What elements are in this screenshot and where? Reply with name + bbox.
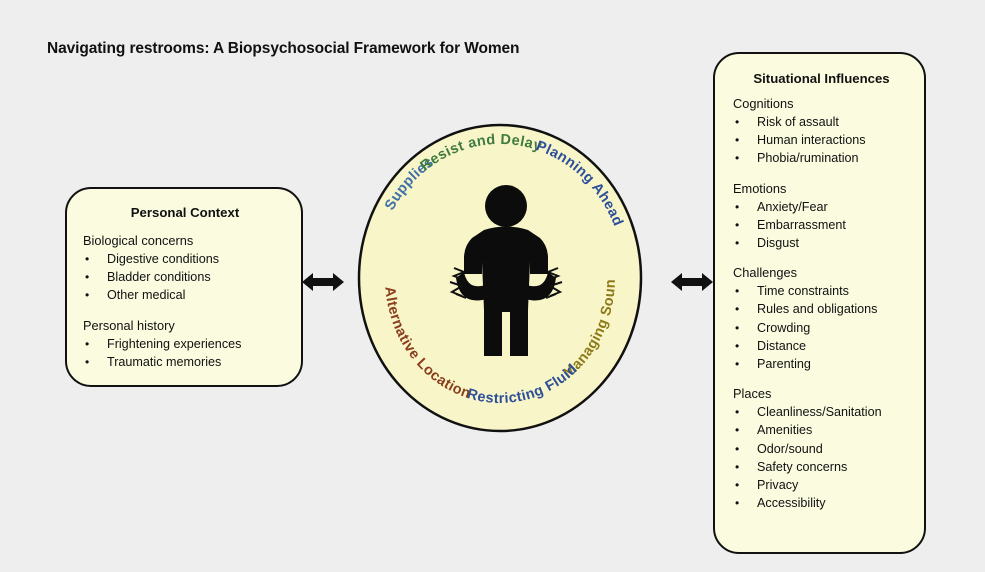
item-list: Cleanliness/Sanitation Amenities Odor/so… — [733, 403, 924, 512]
list-item: Rules and obligations — [733, 300, 924, 318]
list-item: Bladder conditions — [83, 268, 301, 286]
list-item: Phobia/rumination — [733, 149, 924, 167]
coping-strategies-circle: Supplies Resist and Delay Planning Ahead… — [356, 122, 643, 433]
person-holding-abdomen-icon — [456, 185, 556, 356]
section-heading: Personal history — [83, 318, 175, 333]
section-heading: Places — [733, 386, 772, 402]
list-item: Disgust — [733, 234, 924, 252]
list-item: Odor/sound — [733, 440, 924, 458]
section-challenges: Challenges Time constraints Rules and ob… — [733, 265, 924, 373]
list-item: Cleanliness/Sanitation — [733, 403, 924, 421]
list-item: Accessibility — [733, 494, 924, 512]
list-item: Other medical — [83, 286, 301, 304]
double-arrow-left-icon — [302, 273, 344, 291]
item-list: Anxiety/Fear Embarrassment Disgust — [733, 198, 924, 253]
section-heading: Challenges — [733, 265, 798, 281]
double-arrow-right-icon — [671, 273, 713, 291]
section-places: Places Cleanliness/Sanitation Amenities … — [733, 386, 924, 512]
list-item: Parenting — [733, 355, 924, 373]
situational-influences-box: Situational Influences Cognitions Risk o… — [713, 52, 926, 554]
diagram-title: Navigating restrooms: A Biopsychosocial … — [47, 40, 520, 57]
list-item: Traumatic memories — [83, 353, 301, 371]
situational-influences-title: Situational Influences — [753, 71, 890, 86]
list-item: Amenities — [733, 421, 924, 439]
item-list: Digestive conditions Bladder conditions … — [83, 250, 301, 304]
list-item: Human interactions — [733, 131, 924, 149]
item-list: Frightening experiences Traumatic memori… — [83, 335, 301, 371]
list-item: Frightening experiences — [83, 335, 301, 353]
section-biological-concerns: Biological concerns Digestive conditions… — [83, 233, 301, 304]
personal-context-box: Personal Context Biological concerns Dig… — [65, 187, 303, 387]
pain-lightning-icon — [449, 267, 563, 299]
list-item: Time constraints — [733, 282, 924, 300]
section-personal-history: Personal history Frightening experiences… — [83, 318, 301, 371]
list-item: Embarrassment — [733, 216, 924, 234]
section-heading: Biological concerns — [83, 233, 194, 248]
personal-context-title: Personal Context — [130, 205, 240, 220]
list-item: Anxiety/Fear — [733, 198, 924, 216]
list-item: Crowding — [733, 319, 924, 337]
item-list: Risk of assault Human interactions Phobi… — [733, 113, 924, 168]
section-heading: Emotions — [733, 180, 787, 196]
list-item: Safety concerns — [733, 458, 924, 476]
section-cognitions: Cognitions Risk of assault Human interac… — [733, 96, 924, 168]
section-emotions: Emotions Anxiety/Fear Embarrassment Disg… — [733, 181, 924, 253]
list-item: Digestive conditions — [83, 250, 301, 268]
list-item: Distance — [733, 337, 924, 355]
list-item: Risk of assault — [733, 113, 924, 131]
list-item: Privacy — [733, 476, 924, 494]
section-heading: Cognitions — [733, 96, 794, 111]
item-list: Time constraints Rules and obligations C… — [733, 282, 924, 373]
